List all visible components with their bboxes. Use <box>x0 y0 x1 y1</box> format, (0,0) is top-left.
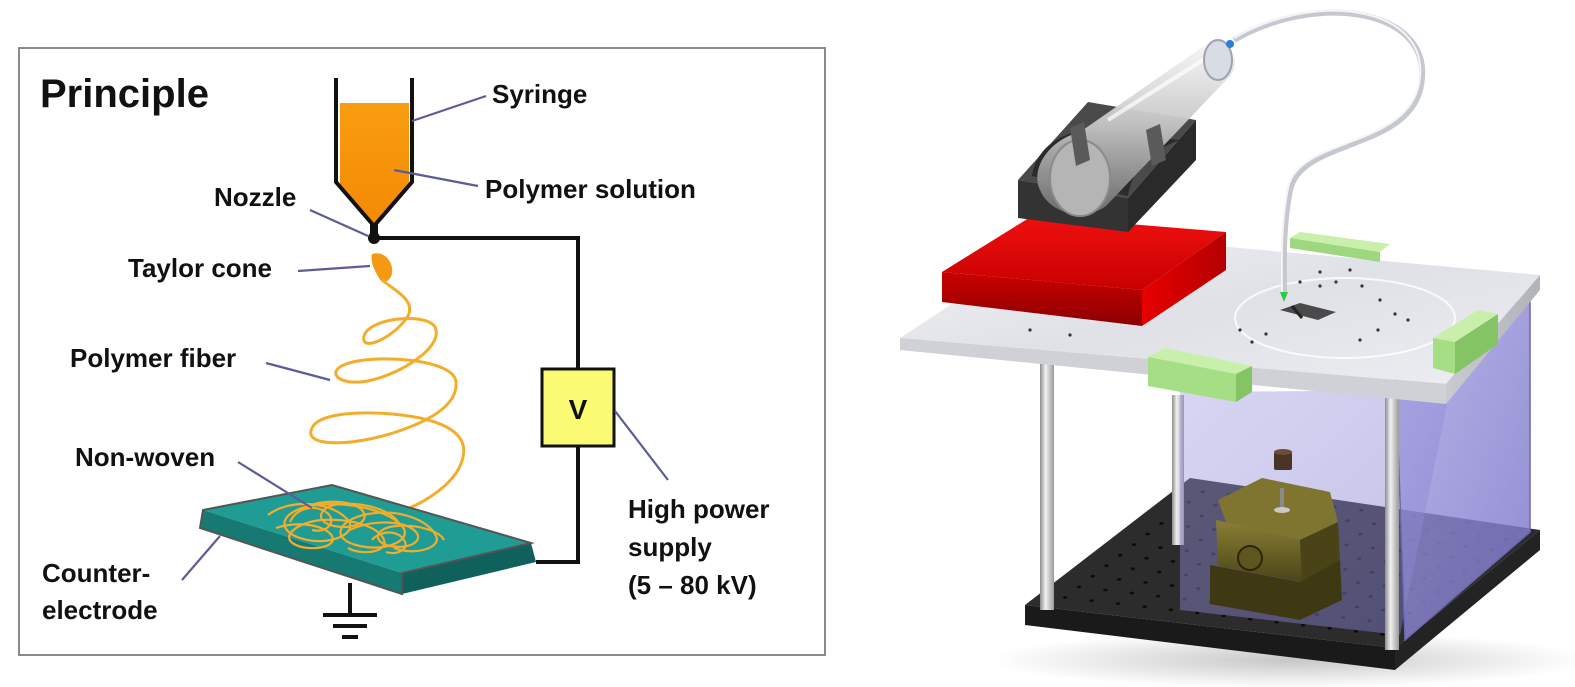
post-front-right <box>1385 398 1399 650</box>
power-supply-label-line1: High power <box>628 494 770 524</box>
clamp-right <box>1433 310 1498 342</box>
clamp-front <box>1148 348 1252 374</box>
breadboard-hole <box>1089 599 1094 602</box>
breadboard-hole <box>1129 591 1135 595</box>
breadboard-hole <box>1168 608 1174 612</box>
syringe <box>334 78 414 244</box>
plate-hole <box>1393 312 1397 316</box>
breadboard-hole <box>1116 578 1122 581</box>
clamps <box>1148 232 1498 402</box>
plate-hole <box>1358 338 1362 342</box>
taylor-cone-label: Taylor cone <box>128 253 272 283</box>
breadboard-hole <box>1248 617 1253 621</box>
breadboard-hole <box>1104 564 1109 568</box>
breadboard-hole <box>1380 632 1385 636</box>
ground-icon <box>323 583 377 639</box>
non-woven-label: Non-woven <box>75 442 215 472</box>
power-supply-label-line2: supply <box>628 532 712 562</box>
breadboard-hole <box>1118 553 1123 557</box>
breadboard-hole <box>1353 629 1359 633</box>
plate-hole <box>1318 270 1322 274</box>
plate-hole <box>1298 280 1302 284</box>
clamp-back <box>1290 232 1390 252</box>
post-front-left <box>1040 360 1054 610</box>
feed-tube <box>1232 9 1426 297</box>
breadboard-hole <box>1159 522 1164 525</box>
breadboard-hole <box>1157 570 1162 574</box>
plate-hole <box>1378 298 1382 302</box>
panel-title: Principle <box>40 72 209 116</box>
principle-panel: Principle V <box>18 47 826 656</box>
breadboard-hole <box>1143 581 1148 584</box>
label-leader-lines <box>181 94 669 581</box>
taylor-cone <box>371 253 393 282</box>
breadboard-hole <box>1115 602 1121 605</box>
syringe-label: Syringe <box>492 79 587 109</box>
plate-hole <box>1318 284 1322 288</box>
syringe-pump <box>942 39 1236 326</box>
spinneret-tip <box>1280 292 1288 302</box>
plate-hole <box>1406 318 1410 322</box>
breadboard-hole <box>1170 559 1176 563</box>
polymer-solution-label: Polymer solution <box>485 174 696 204</box>
power-supply-label-line3: (5 – 80 kV) <box>628 570 757 600</box>
voltmeter-box: V <box>540 367 616 448</box>
plate-hole <box>1264 332 1268 336</box>
plate-hole <box>1334 280 1338 284</box>
breadboard-hole <box>1300 623 1306 627</box>
breadboard-hole <box>1103 588 1108 592</box>
non-woven-mat <box>267 500 445 555</box>
plate-hole <box>1348 268 1352 272</box>
counter-electrode-label-line1: Counter- <box>42 558 150 588</box>
breadboard-hole <box>1156 594 1161 598</box>
breadboard-hole <box>1158 546 1163 549</box>
breadboard-hole <box>1145 532 1150 536</box>
breadboard-hole <box>1195 611 1200 615</box>
plate-hole <box>1028 328 1032 332</box>
breadboard-hole <box>1130 567 1136 571</box>
breadboard-hole <box>1142 605 1147 609</box>
nozzle-label: Nozzle <box>214 182 296 212</box>
plate-hole <box>1250 340 1254 344</box>
plate-hole <box>1360 284 1364 288</box>
breadboard-hole <box>1274 620 1279 624</box>
plate-hole <box>1238 328 1242 332</box>
polymer-fiber-label: Polymer fiber <box>70 343 236 373</box>
rotation-stage <box>1210 449 1342 620</box>
polymer-fiber <box>309 278 466 514</box>
breadboard-hole <box>1144 556 1149 560</box>
circuit-wire <box>374 236 580 564</box>
plate-hole <box>1376 328 1380 332</box>
plate-hole <box>1068 333 1072 337</box>
breadboard-hole <box>1090 574 1095 578</box>
breadboard-hole <box>1221 614 1227 618</box>
breadboard-hole <box>1063 596 1068 599</box>
counter-electrode-label-line2: electrode <box>42 595 158 625</box>
voltmeter-label: V <box>569 394 588 425</box>
breadboard-hole <box>1076 585 1082 589</box>
breadboard-hole <box>1327 626 1332 630</box>
apparatus-render <box>900 9 1575 687</box>
breadboard-hole <box>1131 543 1137 546</box>
breadboard-hole <box>1169 584 1175 587</box>
